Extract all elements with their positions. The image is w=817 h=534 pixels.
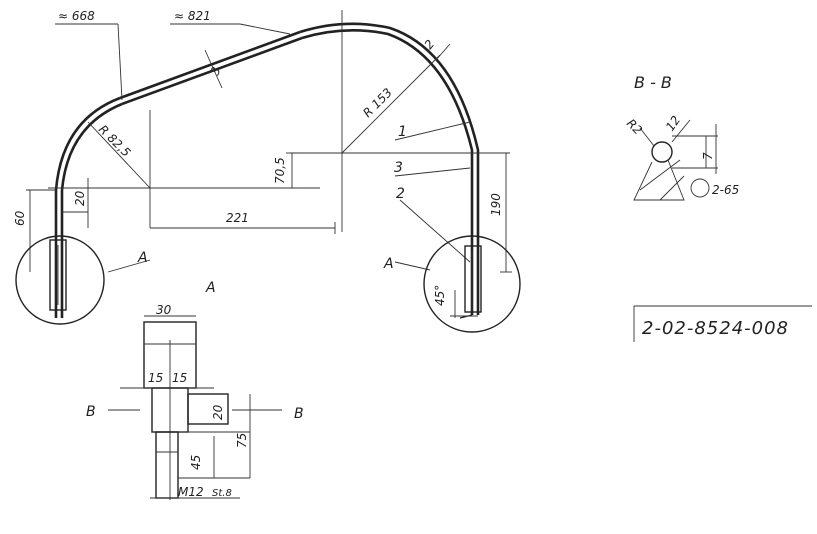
view-a-material: St.8 (212, 488, 232, 499)
callout-1: 1 (398, 124, 407, 140)
dim-45deg: 45° (433, 285, 447, 306)
detail-circle-right (423, 235, 521, 333)
view-a-detail (108, 315, 282, 500)
dim-190: 190 (489, 193, 503, 216)
callout-3: 3 (394, 160, 403, 176)
view-a-dim-30: 30 (156, 303, 172, 317)
view-a-dim-45: 45 (189, 455, 203, 470)
view-a-left-label: A (137, 250, 148, 266)
section-b-right: B (294, 406, 304, 422)
view-a-dim-75: 75 (235, 433, 249, 448)
detail-circle-left (15, 235, 105, 325)
view-a-thread: M12 (178, 485, 204, 499)
section-b-left: B (86, 404, 96, 420)
view-a-right-label: A (383, 256, 394, 272)
dim-r825: R 82,5 (96, 122, 133, 159)
view-a-title: A (205, 280, 216, 296)
dim-821: ≈ 821 (174, 9, 211, 23)
section-bb-r2: R2 (624, 116, 645, 137)
section-bb-12: 12 (663, 113, 683, 134)
doc-number: 2-02-8524-008 (642, 318, 789, 339)
dim-221: 221 (226, 211, 249, 225)
dim-r153: R 153 (360, 85, 395, 120)
dim-668: ≈ 668 (58, 9, 95, 23)
dim-705: 70,5 (273, 157, 287, 184)
dim-3: 3 (208, 65, 224, 77)
section-bb-title: B - B (634, 73, 672, 92)
dim-2-top: 2 (422, 37, 438, 52)
callout-2: 2 (396, 186, 405, 202)
section-bb-7: 7 (701, 152, 715, 160)
view-a-dim-15b: 15 (172, 371, 187, 385)
doc-number-box (633, 305, 812, 342)
bent-rod (54, 22, 480, 319)
view-a-dim-20: 20 (211, 404, 225, 420)
dimension-lines (26, 10, 512, 273)
section-bb-weld: 2-65 (712, 183, 739, 197)
dim-20-left: 20 (73, 190, 87, 206)
section-bb (633, 119, 718, 201)
dim-60: 60 (13, 210, 27, 226)
view-a-dim-15a: 15 (148, 371, 163, 385)
